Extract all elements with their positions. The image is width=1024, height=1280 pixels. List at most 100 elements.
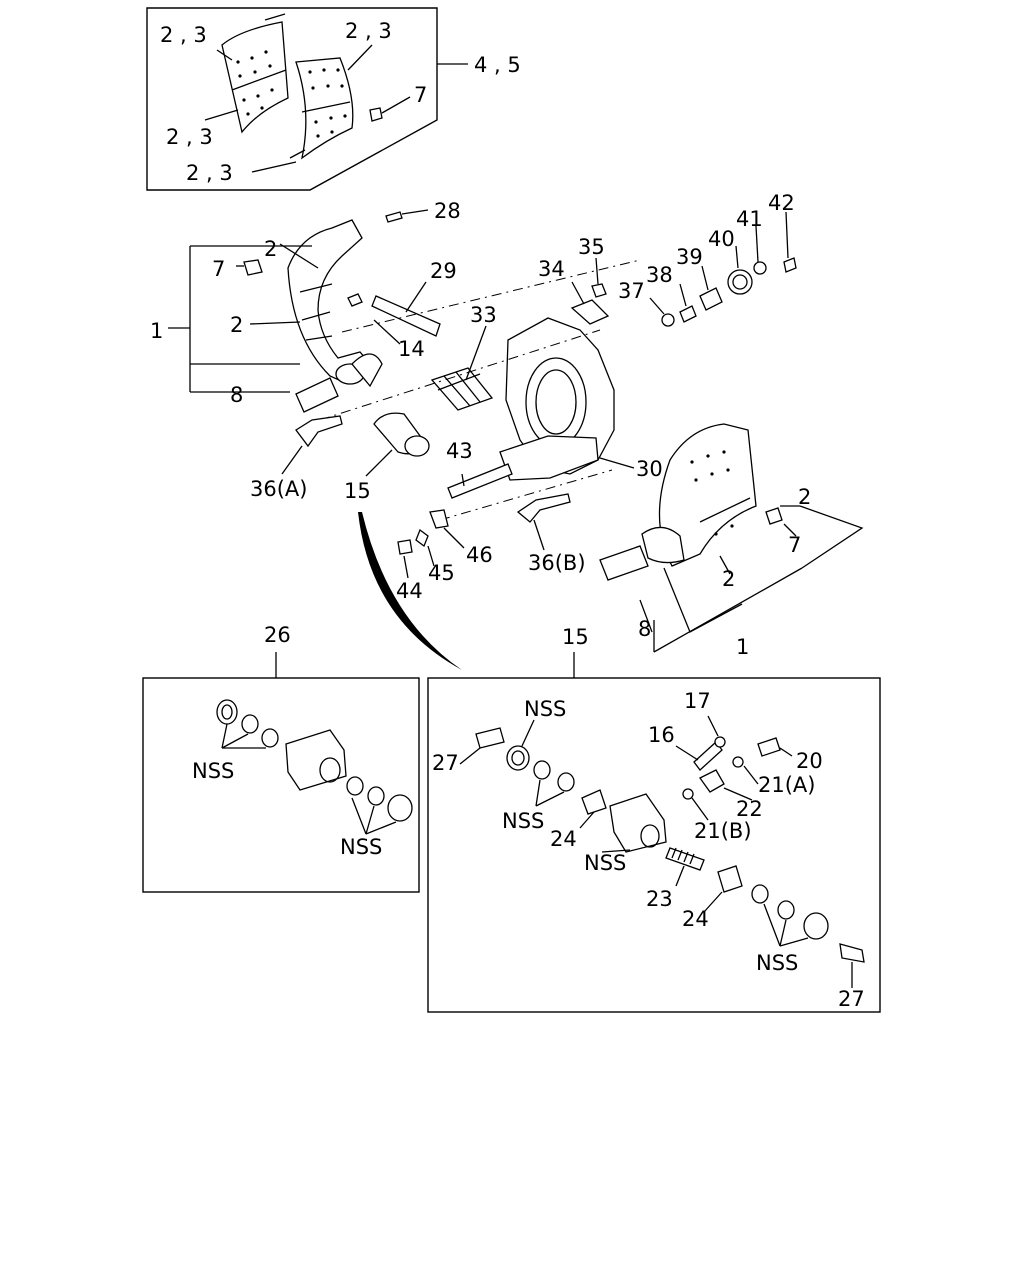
label-2-3-b: 2 , 3 — [345, 19, 392, 43]
label-17: 17 — [684, 689, 711, 713]
label-44: 44 — [396, 579, 423, 603]
bushing-8-left — [295, 377, 339, 413]
fitting-22 — [699, 769, 725, 793]
label-43: 43 — [446, 439, 473, 463]
left-brake-lining — [221, 21, 289, 134]
label-36b: 36(B) — [528, 551, 586, 575]
label-7-a: 7 — [212, 257, 225, 281]
label-4-5: 4 , 5 — [474, 53, 521, 77]
clip-46 — [429, 509, 449, 529]
label-2-d: 2 — [722, 567, 735, 591]
boot-icon — [387, 794, 413, 822]
washer-21a — [732, 756, 744, 768]
seal-ring-icon — [557, 772, 575, 792]
label-22: 22 — [736, 797, 763, 821]
label-24-b: 24 — [682, 907, 709, 931]
label-37: 37 — [618, 279, 645, 303]
label-7-b: 7 — [788, 533, 801, 557]
cup-seal-icon — [506, 745, 530, 771]
axis-lower — [439, 469, 613, 521]
label-27-b: 27 — [838, 987, 865, 1011]
seal-ring-icon — [241, 714, 259, 734]
label-45: 45 — [428, 561, 455, 585]
seal-ring-icon — [533, 760, 551, 780]
adjuster-cam-36a — [295, 415, 343, 448]
axis-middle — [319, 329, 601, 421]
piston-24-upper — [581, 789, 607, 815]
label-38: 38 — [646, 263, 673, 287]
label-nss-26b: NSS — [340, 835, 382, 859]
label-8-a: 8 — [230, 383, 243, 407]
inset-26-frame — [142, 677, 420, 893]
label-30: 30 — [636, 457, 663, 481]
label-nss-15b: NSS — [502, 809, 544, 833]
shoe-eye-right — [641, 526, 685, 564]
label-2-c: 2 — [798, 485, 811, 509]
bolt-7-right — [765, 507, 783, 525]
label-2-3-c: 2 , 3 — [166, 125, 213, 149]
washer-41 — [753, 261, 767, 275]
axis-upper — [341, 259, 641, 333]
label-8-b: 8 — [638, 617, 651, 641]
label-35: 35 — [578, 235, 605, 259]
label-21a: 21(A) — [758, 773, 815, 797]
label-1-a: 1 — [150, 319, 163, 343]
label-15-inset: 15 — [562, 625, 589, 649]
label-nss-26a: NSS — [192, 759, 234, 783]
label-29: 29 — [430, 259, 457, 283]
label-20: 20 — [796, 749, 823, 773]
pushrod-27-right — [839, 943, 865, 963]
label-16: 16 — [648, 723, 675, 747]
piston-24-lower — [717, 865, 743, 893]
lining-kit-frame — [146, 7, 438, 191]
label-40: 40 — [708, 227, 735, 251]
washer-21b — [682, 788, 694, 800]
anchor-pin-29 — [371, 295, 441, 337]
cylinder-body-15 — [609, 793, 667, 853]
washer-45 — [415, 528, 429, 548]
inset-15-frame — [427, 677, 881, 1013]
label-24-a: 24 — [550, 827, 577, 851]
wheel-cylinder-detail-15: 15 — [427, 625, 881, 1013]
bleeder-cap-17 — [714, 736, 726, 748]
seal-ring-icon — [777, 900, 795, 920]
boot-icon — [803, 912, 829, 940]
seal-ring-icon — [367, 786, 385, 806]
label-1-b: 1 — [736, 635, 749, 659]
bolt-7-left — [243, 259, 263, 276]
label-39: 39 — [676, 245, 703, 269]
label-23: 23 — [646, 887, 673, 911]
label-41: 41 — [736, 207, 763, 231]
label-14: 14 — [398, 337, 425, 361]
cup-seal-icon — [216, 699, 238, 725]
label-2-a: 2 — [264, 237, 277, 261]
bushing-8-right — [599, 545, 649, 581]
wheel-cylinder-kit-26: 26 NSS NSS — [142, 623, 420, 893]
label-34: 34 — [538, 257, 565, 281]
label-21b: 21(B) — [694, 819, 752, 843]
washer-37 — [661, 313, 675, 327]
pin-14 — [347, 293, 363, 307]
label-2-3-a: 2 , 3 — [160, 23, 207, 47]
label-26: 26 — [264, 623, 291, 647]
right-brake-shoe — [658, 423, 757, 567]
bolt-20 — [757, 737, 781, 757]
seal-ring-icon — [751, 884, 769, 904]
label-42: 42 — [768, 191, 795, 215]
ring-40 — [727, 269, 753, 295]
label-15-main: 15 — [344, 479, 371, 503]
label-2-3-d: 2 , 3 — [186, 161, 233, 185]
adjuster-cam-36b — [516, 493, 571, 523]
lining-kit-inset: 2 , 3 2 , 3 2 , 3 2 , 3 4 , 5 7 — [146, 7, 521, 191]
right-brake-lining — [295, 57, 354, 160]
seal-ring-icon — [346, 776, 364, 796]
pin-43 — [447, 463, 513, 499]
spring-38 — [679, 305, 697, 323]
label-36a: 36(A) — [250, 477, 307, 501]
label-28: 28 — [434, 199, 461, 223]
pin-42 — [783, 257, 797, 273]
cylinder-body-26 — [285, 729, 347, 791]
label-2-b: 2 — [230, 313, 243, 337]
label-nss-15c: NSS — [584, 851, 626, 875]
